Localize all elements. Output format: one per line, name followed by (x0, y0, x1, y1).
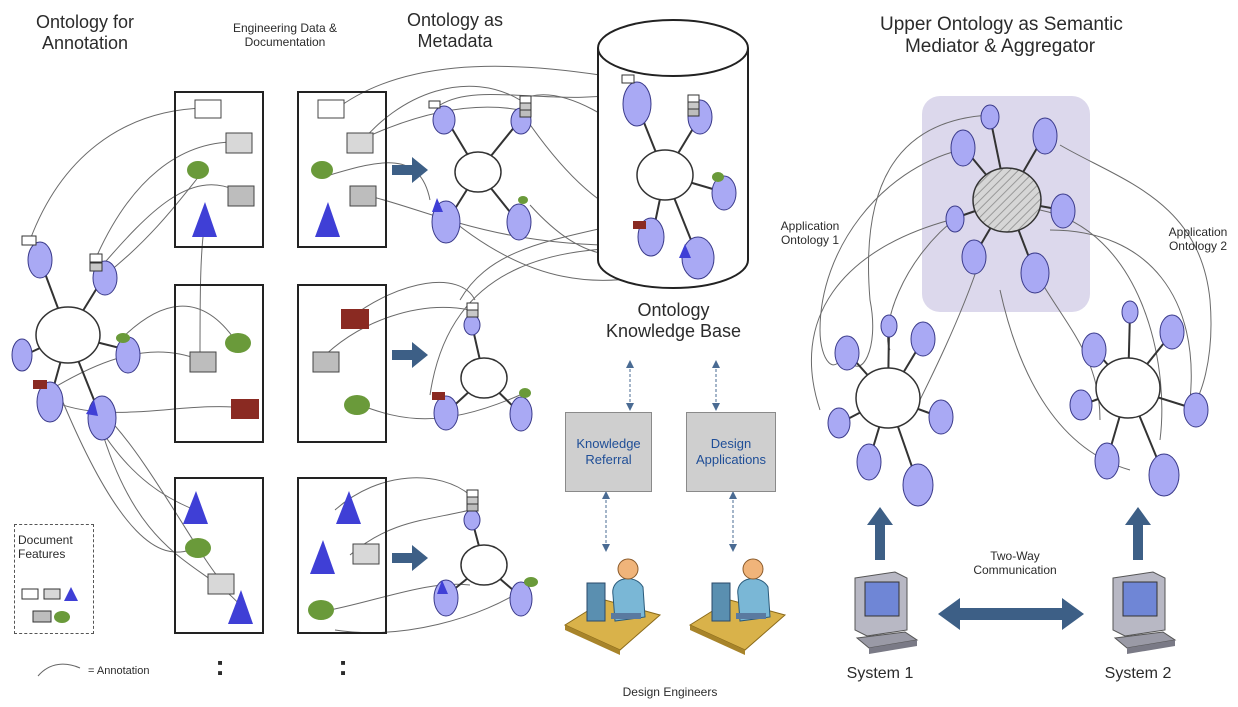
engineer-workstation-icon (563, 558, 662, 655)
system-up-arrows (867, 507, 1151, 560)
application-ontology-2 (1069, 300, 1209, 497)
column-1-ellipsis: : (215, 650, 225, 681)
doc-column-1 (174, 91, 264, 634)
system-2-label: System 2 (1104, 665, 1172, 682)
metadata-ontology-3 (433, 489, 538, 617)
legend-title: Document Features (18, 533, 73, 561)
two-way-communication-label: Two-Way Communication (973, 549, 1057, 577)
kb-connectors (602, 360, 737, 552)
document-features-legend (14, 524, 94, 634)
doc-column-2-features (308, 99, 380, 620)
application-ontology-1-label: Application Ontology 1 (780, 219, 840, 247)
annotation-legend-curve (37, 663, 81, 677)
knowledge-base-cylinder (597, 19, 749, 289)
doc-column-1-features (183, 99, 259, 624)
legend-shapes (21, 587, 81, 677)
metadata-ontology-2 (432, 302, 533, 432)
ontology-for-annotation-label: Ontology for Annotation (35, 12, 135, 53)
design-engineers-label: Design Engineers (622, 685, 718, 699)
system-1-label: System 1 (846, 665, 914, 682)
metadata-ontology-1 (428, 95, 532, 244)
annotation-legend-label: = Annotation (88, 665, 150, 677)
application-ontology-1 (827, 314, 954, 507)
doc-column-2 (297, 91, 387, 634)
computer-terminal-icon (854, 571, 919, 654)
left-ontology-star (11, 235, 141, 441)
engineering-data-label: Engineering Data & Documentation (232, 21, 338, 49)
ontology-as-metadata-label: Ontology as Metadata (406, 10, 504, 51)
engineer-workstation-icon (688, 558, 787, 655)
annotation-curves (29, 65, 1212, 634)
column-2-ellipsis: : (338, 650, 348, 681)
upper-ontology-label: Upper Ontology as Semantic Mediator & Ag… (880, 14, 1123, 57)
hub-node (35, 306, 101, 364)
upper-ontology (945, 104, 1076, 294)
computer-terminal-icon (1112, 571, 1177, 654)
application-ontology-2-label: Application Ontology 2 (1168, 225, 1228, 253)
ontology-kb-label: Ontology Knowledge Base (605, 300, 742, 341)
metadata-arrows (392, 157, 428, 571)
two-way-arrow (938, 598, 1084, 630)
